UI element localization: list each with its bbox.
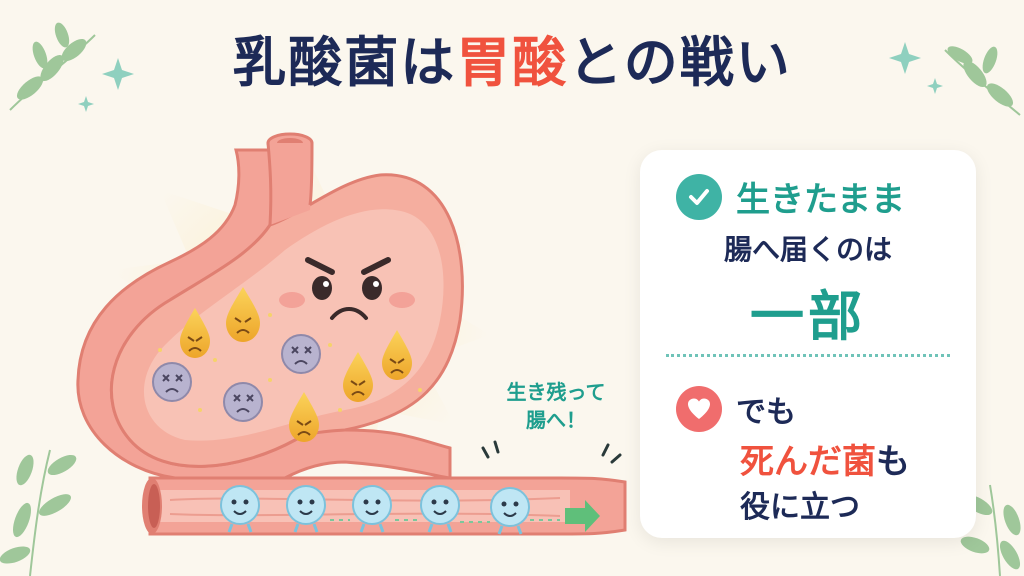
acid-drop xyxy=(226,287,260,342)
emphasis-marks xyxy=(481,440,622,464)
leaf-icon xyxy=(9,22,96,111)
arrow-right-icon xyxy=(565,500,600,532)
card-line5-accent: 死んだ菌 xyxy=(740,442,876,482)
check-icon xyxy=(676,173,722,220)
heart-icon xyxy=(676,386,722,432)
title-part2: との戦い xyxy=(568,31,792,94)
info-card: 生きたまま 腸へ届くのは 一部 でも 死んだ菌も 役に立つ xyxy=(640,150,976,538)
acid-drop xyxy=(343,352,373,402)
card-line5-rest: も xyxy=(876,442,910,482)
card-line6: 役に立つ xyxy=(740,490,860,525)
title-accent: 胃酸 xyxy=(456,31,569,94)
live-bacterium xyxy=(490,487,530,535)
callout-line2: 腸へ！ xyxy=(526,408,586,432)
angry-face xyxy=(279,257,415,320)
title-part1: 乳酸菌は xyxy=(232,31,457,94)
survive-callout: 生き残って 腸へ！ xyxy=(486,378,626,434)
motion-lines xyxy=(330,519,560,523)
leaf-icon xyxy=(0,449,77,576)
acid-drop xyxy=(382,330,412,380)
card-line2: 腸へ届くのは xyxy=(723,233,892,266)
acid-drop xyxy=(180,308,210,358)
dead-bacterium xyxy=(223,382,263,422)
dead-bacterium xyxy=(281,334,321,374)
live-bacterium xyxy=(220,485,260,533)
page-title: 乳酸菌は胃酸との戦い xyxy=(0,18,1024,97)
acid-drop xyxy=(289,392,319,442)
dead-bacterium xyxy=(152,362,192,402)
live-bacterium xyxy=(352,485,392,533)
card-row-survive: 生きたまま xyxy=(676,172,905,221)
card-divider xyxy=(666,354,950,357)
live-bacterium xyxy=(420,485,460,533)
card-line4: でも xyxy=(736,395,796,430)
callout-line1: 生き残って xyxy=(506,380,606,404)
card-row-dead: でも xyxy=(676,386,796,432)
leaf-icon xyxy=(944,46,1021,116)
sparkle-icon xyxy=(158,313,422,412)
card-line1: 生きたまま xyxy=(736,180,905,220)
card-big-text: 一部 xyxy=(750,285,866,348)
card-line5: 死んだ菌も xyxy=(740,434,910,483)
live-bacterium xyxy=(286,485,326,533)
